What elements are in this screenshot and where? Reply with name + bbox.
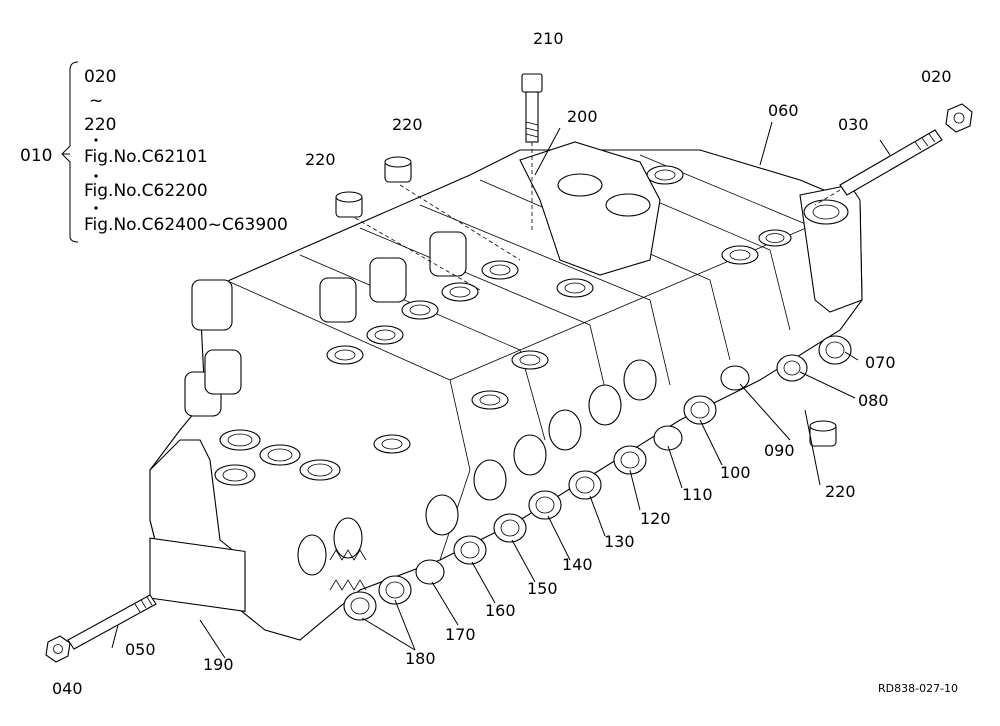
callout-200: 200 xyxy=(567,107,598,126)
legend-dot-3 xyxy=(94,206,98,210)
stud-030 xyxy=(814,129,943,206)
callout-040: 040 xyxy=(52,679,83,698)
callout-130: 130 xyxy=(604,532,635,551)
callout-170: 170 xyxy=(445,625,476,644)
callout-020: 020 xyxy=(921,67,952,86)
callout-160: 160 xyxy=(485,601,516,620)
callout-150: 150 xyxy=(527,579,558,598)
legend-line-1: 020 xyxy=(84,67,116,87)
legend-dot-2 xyxy=(94,174,98,178)
plug-220-c xyxy=(809,420,837,447)
callout-180: 180 xyxy=(405,649,436,668)
callout-100: 100 xyxy=(720,463,751,482)
callout-140: 140 xyxy=(562,555,593,574)
stud-050 xyxy=(67,594,157,650)
callout-labels: 210 220 220 200 060 030 020 070 080 090 … xyxy=(52,29,958,698)
legend-line-4: Fig.No.C62101 xyxy=(84,147,208,167)
plug-220-b xyxy=(335,191,481,291)
callout-220-c: 220 xyxy=(825,482,856,501)
callout-080: 080 xyxy=(858,391,889,410)
nut-040 xyxy=(45,635,71,663)
callout-190: 190 xyxy=(203,655,234,674)
callout-070: 070 xyxy=(865,353,896,372)
legend-line-2: ~ xyxy=(89,91,103,111)
legend-line-5: Fig.No.C62200 xyxy=(84,181,208,201)
legend-line-3: 220 xyxy=(84,115,116,135)
nut-020-right xyxy=(945,103,973,133)
callout-030: 030 xyxy=(838,115,869,134)
callout-090: 090 xyxy=(764,441,795,460)
leader-lines xyxy=(111,121,891,659)
front-plugs xyxy=(297,335,852,621)
spool-caps-left xyxy=(184,231,467,417)
bolt-210 xyxy=(521,73,543,230)
legend-group-label: 010 xyxy=(20,146,52,166)
callout-120: 120 xyxy=(640,509,671,528)
legend-group: 010 020 ~ 220 Fig.No.C62101 Fig.No.C6220… xyxy=(20,61,288,243)
callout-110: 110 xyxy=(682,485,713,504)
legend-line-6: Fig.No.C62400~C63900 xyxy=(84,215,288,235)
callout-210: 210 xyxy=(533,29,564,48)
callout-220-b: 220 xyxy=(305,150,336,169)
callout-060: 060 xyxy=(768,101,799,120)
callout-220-a: 220 xyxy=(392,115,423,134)
plug-220-a xyxy=(384,156,521,261)
reference-code: RD838-027-10 xyxy=(878,682,958,695)
callout-050: 050 xyxy=(125,640,156,659)
control-valve-assembly xyxy=(149,141,863,641)
legend-dot-1 xyxy=(94,138,98,142)
